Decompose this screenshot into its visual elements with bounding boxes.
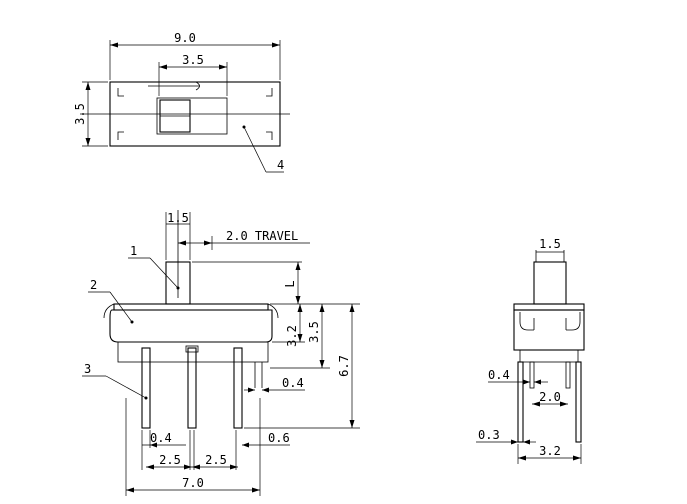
side-actuator [533, 261, 567, 305]
pitch-1: 2.5 [159, 453, 181, 467]
side-overall-width-dim: 3.2 [539, 444, 561, 458]
overall-height-dim: 6.7 [337, 355, 351, 377]
front-body [109, 309, 273, 343]
top-width-dim: 9.0 [174, 31, 196, 45]
length-label: L [283, 280, 297, 287]
callout-4: 4 [277, 158, 284, 172]
front-actuator-dim: 1.5 [167, 211, 189, 225]
top-actuator-dim: 3.5 [182, 53, 204, 67]
front-top-plate [113, 303, 269, 311]
side-pin-spacing-dim: 2.0 [539, 390, 561, 404]
top-view: 9.0 3.5 3.5 4 [73, 31, 290, 173]
pin-width-dim: 0.4 [150, 431, 172, 445]
side-actuator-dim: 1.5 [539, 237, 561, 251]
travel-label: 2.0 TRAVEL [226, 229, 298, 243]
top-view-slot [156, 97, 228, 135]
front-base [117, 341, 269, 363]
total-body-dim: 3.5 [307, 321, 321, 343]
side-pin-tip-dim: 0.3 [478, 428, 500, 442]
pitch-2: 2.5 [205, 453, 227, 467]
callout-3: 3 [84, 362, 91, 376]
overall-width-dim: 7.0 [182, 476, 204, 490]
pin-thickness-dim: 0.4 [282, 376, 304, 390]
side-base [519, 349, 579, 363]
callout-1: 1 [130, 244, 137, 258]
side-view: 1.5 0.4 2.0 0.3 3.2 [476, 237, 585, 464]
top-view-slot-mark [148, 81, 200, 91]
side-top-plate [513, 303, 585, 311]
pin-tip-dim: 0.6 [268, 431, 290, 445]
side-pins [517, 361, 582, 443]
top-view-corner-marks [117, 88, 273, 140]
top-height-dim: 3.5 [73, 103, 87, 125]
body-height-dim: 3.2 [285, 325, 299, 347]
front-pins [141, 345, 263, 429]
side-pin-thickness-dim: 0.4 [488, 368, 510, 382]
callout-2: 2 [90, 278, 97, 292]
front-view: 1.5 2.0 TRAVEL 1 2 3 L 3.2 [82, 210, 360, 496]
